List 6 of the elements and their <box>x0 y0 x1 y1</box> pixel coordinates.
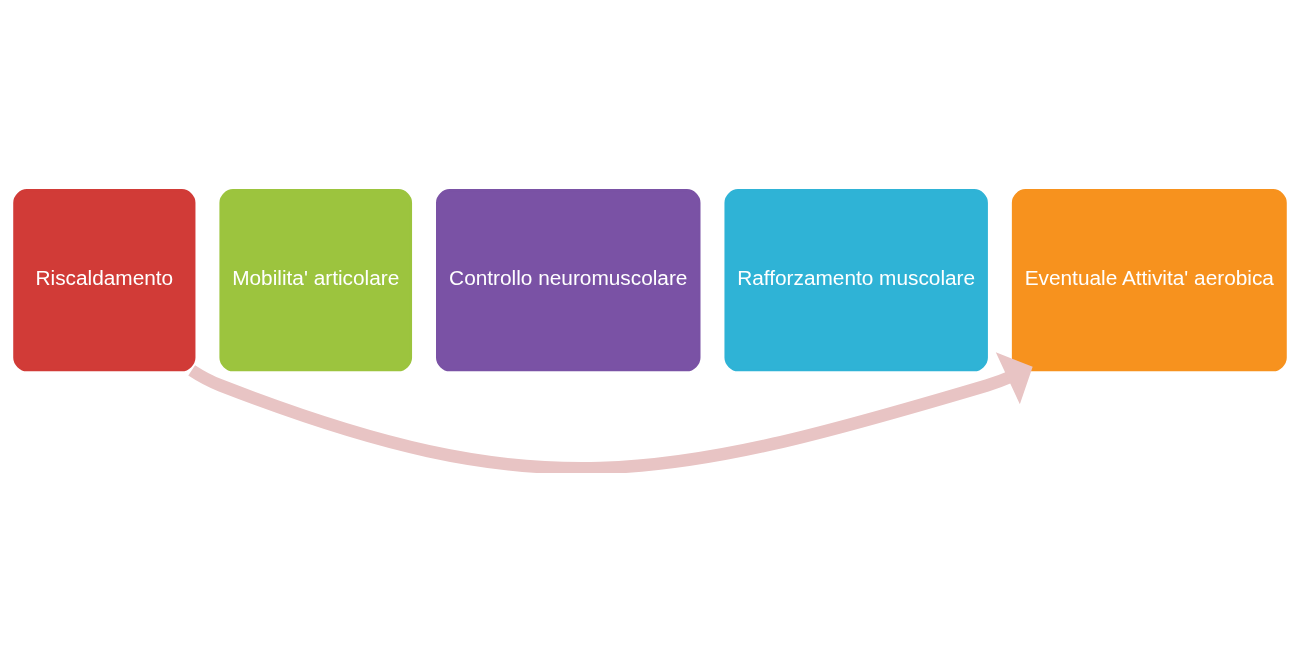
node-box: Rafforzamento muscolare <box>724 189 988 372</box>
node-box: Riscaldamento <box>13 189 196 372</box>
node-box: Eventuale Attivita' aerobica <box>1011 189 1287 372</box>
arrow <box>188 352 1033 473</box>
node-box: Controllo neuromuscolare <box>436 189 701 372</box>
node-box: Mobilita' articolare <box>219 189 413 372</box>
